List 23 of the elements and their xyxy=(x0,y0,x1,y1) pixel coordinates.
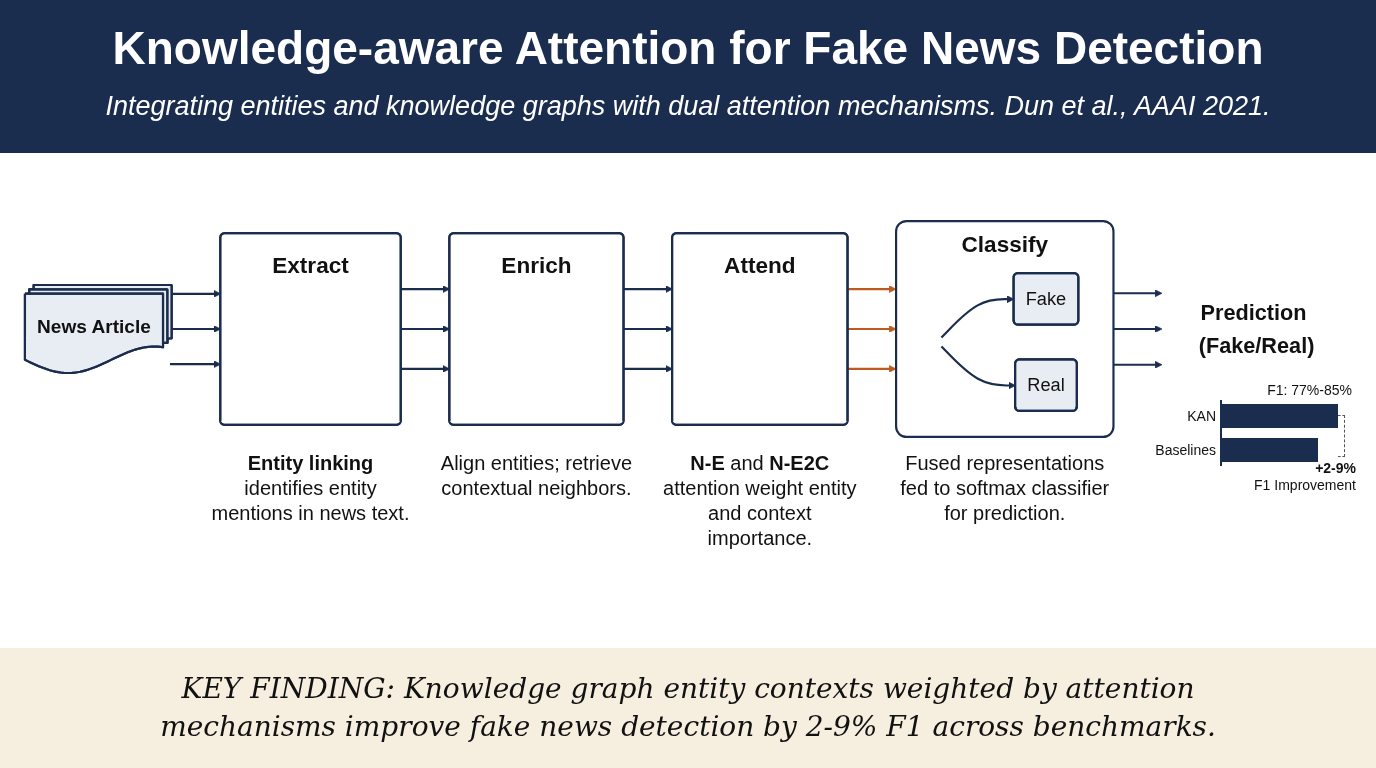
step-description: Align entities; retrieve contextual neighbors. xyxy=(439,450,633,501)
title: Knowledge-aware Attention for Fake News Detection xyxy=(112,21,1264,76)
arrow xyxy=(1113,360,1163,369)
chart-note: F1 Improvement xyxy=(1254,476,1356,494)
arrow xyxy=(623,365,673,373)
subtitle: Integrating entities and knowledge graphs with dual attention mechanisms. Dun et al., AAAI 2021. xyxy=(105,90,1271,123)
arrow xyxy=(1113,325,1163,333)
arrow xyxy=(847,365,897,373)
chart-value-label: +2-9% xyxy=(1315,459,1356,477)
arrow xyxy=(847,285,897,293)
chart-value-label: F1: 77%-85% xyxy=(1267,381,1352,399)
node-text: Prediction (Fake/Real) xyxy=(1198,299,1315,357)
arrow xyxy=(623,285,673,293)
step-description: N-E and N-E2C attention weight entity and context importance. xyxy=(662,450,858,551)
arrow xyxy=(847,325,897,333)
bar-label: Baselines xyxy=(1155,441,1216,459)
arrow xyxy=(1113,289,1163,298)
step-description: Entity linking identifies entity mentions in news text. xyxy=(210,450,411,526)
step-description: Fused representations fed to softmax classifier for prediction. xyxy=(899,450,1111,526)
arrow xyxy=(940,345,1016,390)
bar-label: KAN xyxy=(1187,407,1216,425)
arrow xyxy=(623,325,673,333)
caption: KEY FINDING: Knowledge graph entity contexts weighted by attention mechanisms improve fake news detection by 2-9% F1 across benchmarks. xyxy=(159,671,1217,745)
